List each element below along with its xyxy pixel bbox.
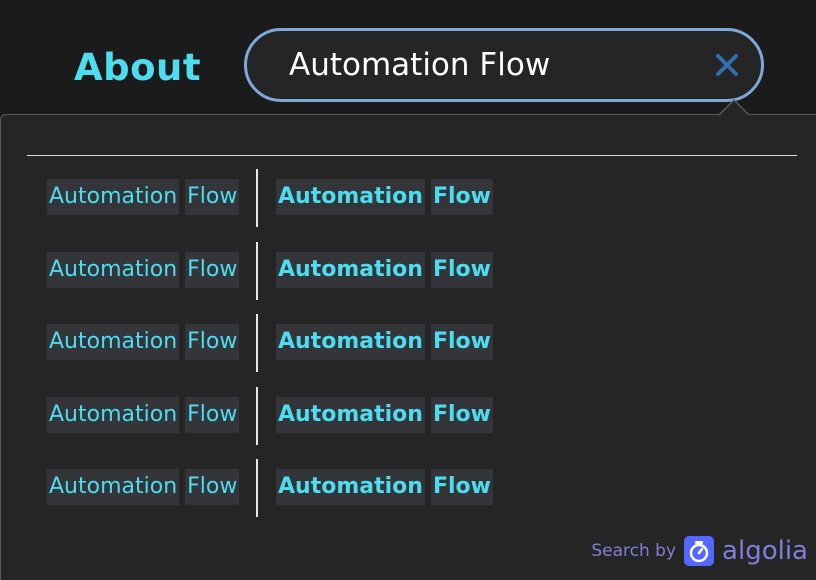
highlight-word: Flow: [430, 324, 493, 360]
highlight-word: Automation: [47, 252, 180, 288]
search-result-3[interactable]: Automation Flow Automation Flow: [47, 314, 547, 372]
highlight-word: Automation: [276, 469, 425, 505]
search-results-dropdown: Automation Flow Automation Flow Automati…: [0, 114, 816, 580]
highlight-word: Flow: [185, 397, 240, 433]
close-icon[interactable]: [713, 51, 741, 79]
highlight-word: Automation: [47, 397, 180, 433]
algolia-logo-text: algolia: [722, 536, 808, 566]
search-result-2[interactable]: Automation Flow Automation Flow: [47, 242, 547, 300]
result-hierarchy: Automation Flow: [47, 252, 240, 288]
result-separator: [256, 314, 258, 372]
search-by-algolia[interactable]: Search by algolia: [591, 536, 808, 566]
page-title: About: [74, 46, 202, 89]
result-hierarchy: Automation Flow: [47, 397, 240, 433]
search-result-4[interactable]: Automation Flow Automation Flow: [47, 387, 547, 445]
result-title: Automation Flow: [276, 397, 493, 433]
highlight-word: Automation: [276, 324, 425, 360]
highlight-word: Flow: [430, 397, 493, 433]
highlight-word: Flow: [185, 179, 240, 215]
result-title: Automation Flow: [276, 252, 493, 288]
dropdown-arrow: [720, 101, 748, 115]
algolia-stopwatch-icon: [684, 536, 715, 566]
highlight-word: Flow: [430, 179, 493, 215]
result-separator: [256, 387, 258, 445]
search-result-5[interactable]: Automation Flow Automation Flow: [47, 459, 547, 517]
divider: [27, 155, 797, 156]
result-hierarchy: Automation Flow: [47, 179, 240, 215]
result-title: Automation Flow: [276, 179, 493, 215]
result-separator: [256, 169, 258, 227]
result-separator: [256, 459, 258, 517]
highlight-word: Automation: [47, 324, 180, 360]
search-input[interactable]: [289, 31, 689, 99]
highlight-word: Automation: [276, 179, 425, 215]
search-by-label: Search by: [591, 541, 677, 561]
result-title: Automation Flow: [276, 324, 493, 360]
highlight-word: Flow: [185, 324, 240, 360]
result-title: Automation Flow: [276, 469, 493, 505]
highlight-word: Automation: [47, 179, 180, 215]
search-result-1[interactable]: Automation Flow Automation Flow: [47, 169, 547, 227]
highlight-word: Flow: [430, 469, 493, 505]
highlight-word: Flow: [430, 252, 493, 288]
highlight-word: Flow: [185, 469, 240, 505]
search-box[interactable]: [244, 28, 764, 102]
result-hierarchy: Automation Flow: [47, 469, 240, 505]
highlight-word: Automation: [47, 469, 180, 505]
result-hierarchy: Automation Flow: [47, 324, 240, 360]
highlight-word: Automation: [276, 397, 425, 433]
highlight-word: Automation: [276, 252, 425, 288]
result-separator: [256, 242, 258, 300]
clear-search-button[interactable]: [713, 51, 741, 79]
highlight-word: Flow: [185, 252, 240, 288]
